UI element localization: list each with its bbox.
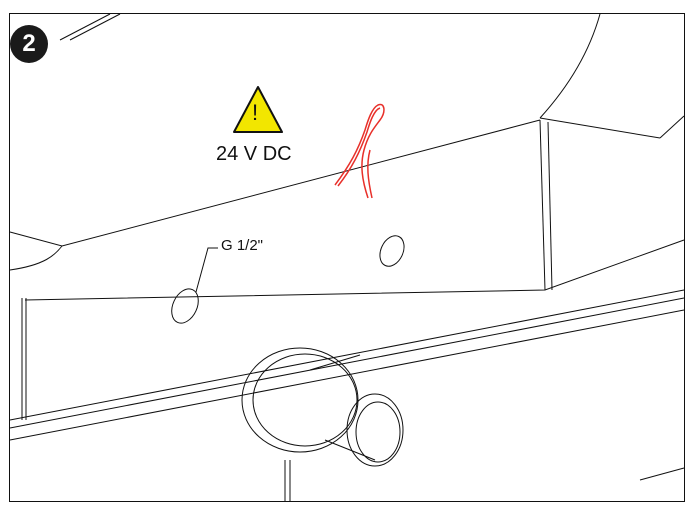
rail-top-edge bbox=[9, 297, 685, 429]
bar-edge bbox=[69, 13, 121, 41]
fitting-shaft-edge bbox=[324, 439, 376, 461]
housing-edge bbox=[659, 115, 685, 139]
plate-front-curve bbox=[9, 245, 63, 271]
fitting-end-face bbox=[346, 393, 404, 467]
fitting-flange-inner bbox=[252, 353, 358, 447]
housing-edge bbox=[539, 117, 661, 139]
bar-edge bbox=[59, 13, 111, 41]
rail-top-edge bbox=[9, 289, 685, 421]
bar-edge bbox=[639, 467, 685, 481]
rail-bottom-edge bbox=[9, 309, 685, 441]
warning-symbol: ! bbox=[252, 100, 259, 125]
step-number-badge: 2 bbox=[10, 25, 48, 63]
housing-curve bbox=[539, 13, 601, 119]
thread-leader-line bbox=[195, 247, 218, 293]
fitting-flange bbox=[241, 347, 359, 453]
fitting-shaft-edge bbox=[309, 354, 361, 371]
fitting-end-face-inner bbox=[355, 401, 401, 463]
voltage-label: 24 V DC bbox=[216, 143, 292, 165]
plate-top-edge bbox=[9, 119, 541, 247]
plate-lower-edge bbox=[24, 239, 685, 301]
thread-size-label: G 1/2" bbox=[221, 237, 264, 254]
warning-triangle-icon bbox=[233, 86, 283, 133]
panel-edge bbox=[547, 121, 553, 291]
thread-hole bbox=[379, 235, 405, 267]
thread-hole bbox=[171, 288, 199, 324]
cable bbox=[334, 103, 385, 199]
panel-edge bbox=[539, 119, 546, 291]
